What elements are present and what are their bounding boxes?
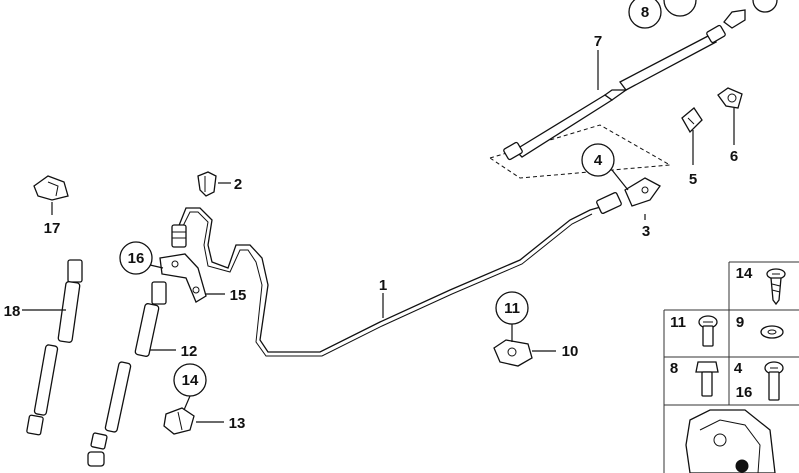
partial-circle-right [752,0,778,13]
callout-label-13: 13 [229,415,246,432]
callout-label-7: 7 [594,33,602,50]
clip-part-2 [197,171,217,197]
brake-hose-upper [488,9,746,179]
callout-label-14: 14 [182,372,199,389]
callout-label-5: 5 [689,171,697,188]
callout-circle-4 [581,143,615,177]
legend-label-14: 14 [736,265,753,282]
clip-part-6 [717,87,743,109]
callout-label-18: 18 [4,303,21,320]
small-parts-legend: 14 11 9 8 4 16 [663,261,799,473]
callout-label-2: 2 [234,176,242,193]
callout-label-4: 4 [594,152,603,169]
callout-circle-8-top [628,0,662,29]
screw-part-14 [766,268,786,306]
clip-part-5 [681,107,703,134]
washer-part-9 [760,325,784,339]
brake-hose-part-18 [26,259,83,436]
callout-label-8: 8 [641,4,649,21]
bracket-part-15 [159,253,207,303]
callout-label-12: 12 [181,343,198,360]
callout-label-3: 3 [642,223,650,240]
clamp-part-10 [493,339,533,367]
callout-label-1: 1 [379,277,387,294]
legend-label-4: 4 [734,360,743,377]
partial-circle-top [663,0,697,17]
callout-label-6: 6 [730,148,738,165]
bolt-part-11 [698,315,718,347]
legend-label-8: 8 [670,360,678,377]
clip-part-13 [163,407,195,435]
caliper-assembly [685,409,776,473]
leader-lines [22,50,735,423]
callout-circle-16 [119,241,153,275]
bracket-part-3 [624,177,661,207]
brake-pipe-main [171,192,622,357]
brake-hose-part-12 [87,281,167,467]
clip-part-17 [33,175,69,201]
legend-label-11: 11 [670,314,686,331]
callout-label-16: 16 [128,250,145,267]
bolt-part-8 [695,361,719,397]
callout-label-11: 11 [504,300,520,317]
callout-label-15: 15 [230,287,247,304]
callout-label-17: 17 [44,220,61,237]
bolt-part-4-16 [764,361,784,401]
legend-label-9: 9 [736,314,744,331]
callout-label-10: 10 [562,343,579,360]
legend-label-16: 16 [736,384,753,401]
